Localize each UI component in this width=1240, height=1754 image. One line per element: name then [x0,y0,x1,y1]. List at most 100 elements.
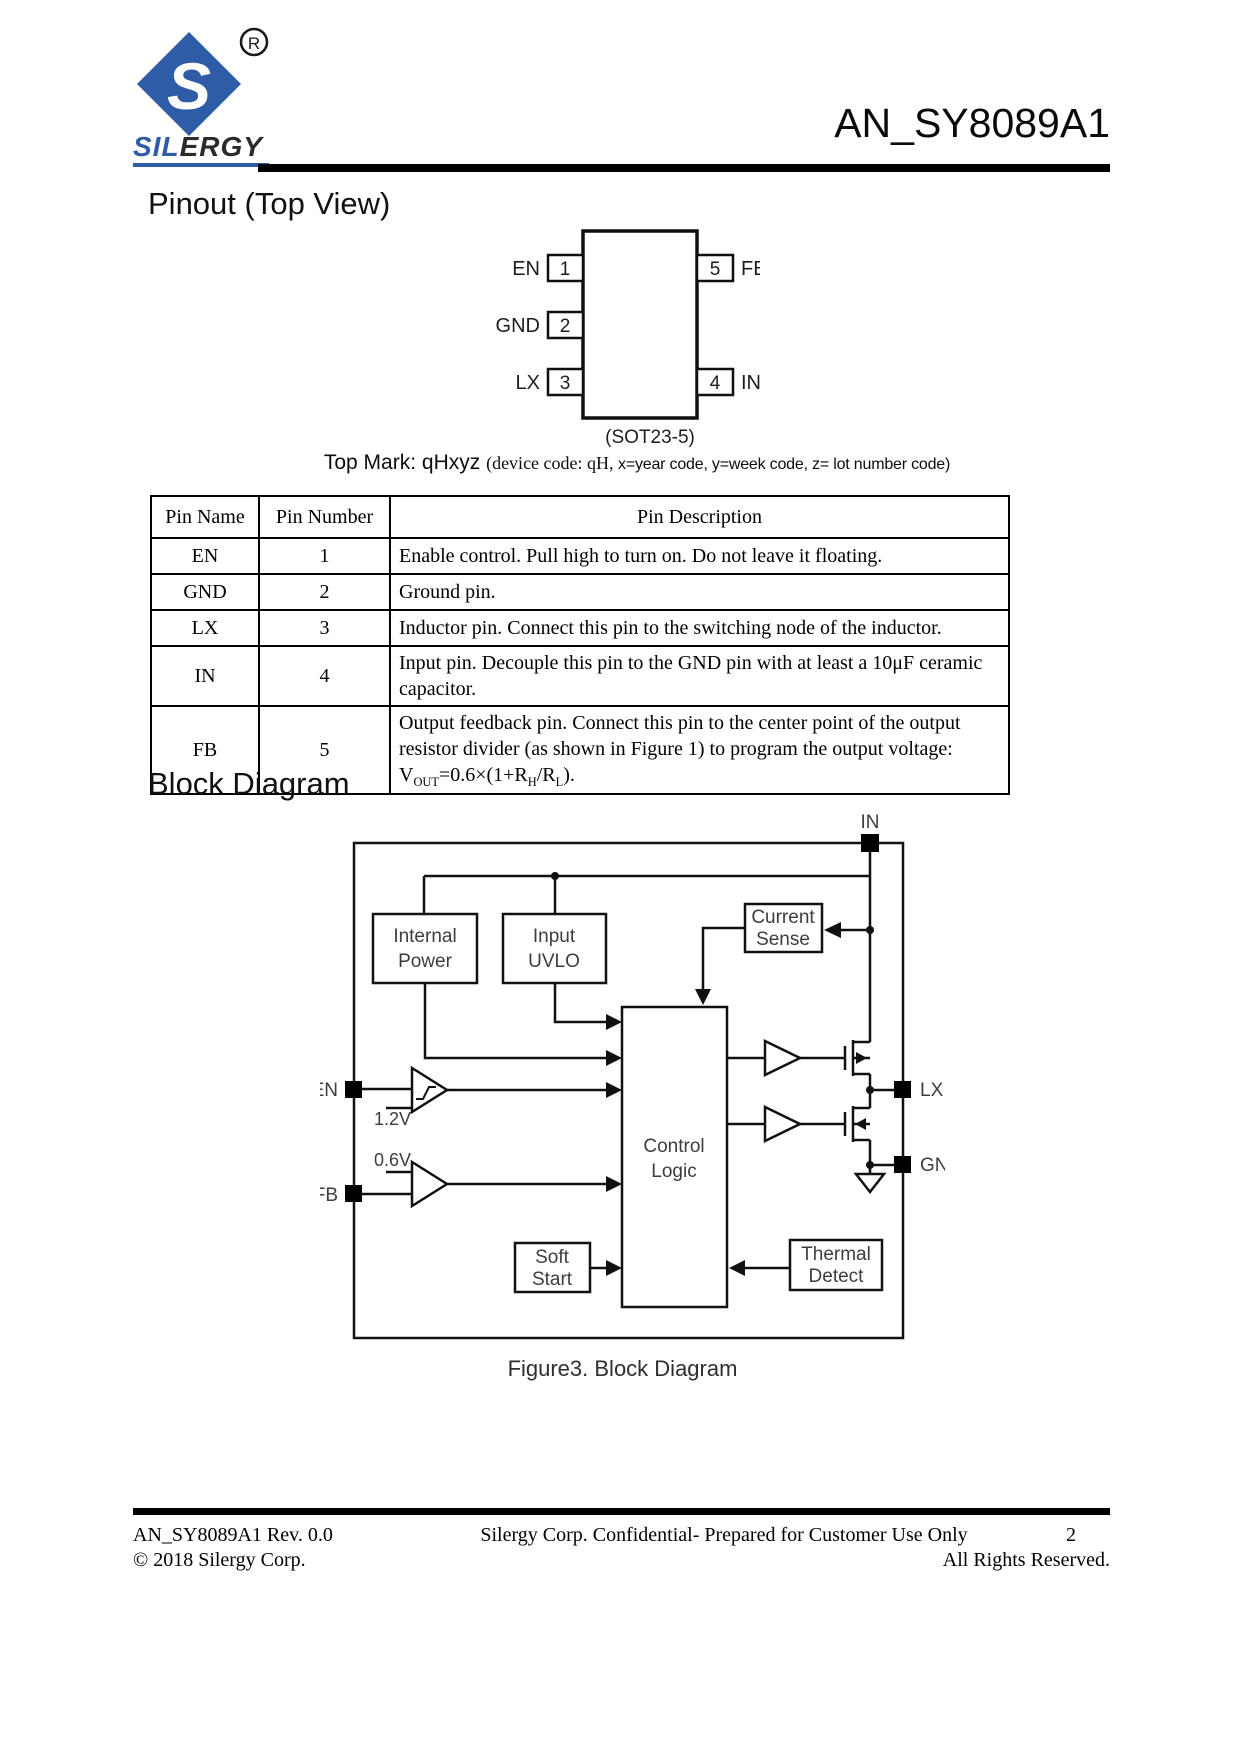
pin-numbers: 1 2 3 5 4 [560,259,721,394]
footer-rule [133,1508,1110,1515]
pad-fb [345,1185,362,1202]
figure-caption: Figure3. Block Diagram [507,1356,738,1381]
block-input-uvlo [501,912,608,985]
thermal-detect-label-1: Thermal [801,1244,871,1265]
page-title: AN_SY8089A1 [834,100,1110,146]
block-labels: Internal Power Input UVLO Current Sense … [393,907,871,1290]
block-diagram-figure: Internal Power Input UVLO Current Sense … [320,812,945,1340]
top-mark-note-codes: x=year code, y=week code, z= lot number … [618,456,951,473]
footer-confidential: Silergy Corp. Confidential- Prepared for… [480,1524,968,1546]
pin-box-4 [695,367,735,397]
diagram-pin-labels: IN EN FB LX GND 1.2V 0.6V [320,812,945,1206]
cell-pin-description: Ground pin. [389,573,1010,611]
soft-start-label-2: Start [532,1269,573,1290]
package-caption: (SOT23-5) [605,427,695,448]
pin-number-4: 4 [710,373,721,394]
top-mark-label: Top Mark: qHxyz [323,451,487,474]
table-row: LX 3 Inductor pin. Connect this pin to t… [150,609,1010,647]
pin-name-fb: FB [741,258,760,280]
pin-number-3: 3 [560,373,571,394]
current-sense-label-2: Sense [756,929,810,950]
ground-symbol-icon [853,1172,887,1195]
cell-pin-description: Input pin. Decouple this pin to the GND … [389,645,1010,707]
control-logic-label-2: Logic [651,1161,696,1182]
gnd-pin-label: GND [920,1155,945,1176]
cell-pin-number: 5 [258,704,391,796]
pad-en [345,1081,362,1098]
cell-pin-number: 3 [258,609,391,647]
fb-reference-label: 0.6V [374,1150,411,1170]
col-header-pin-description: Pin Description [389,495,1010,539]
logo-wordmark-ergy: ERGY [179,131,263,162]
cell-pin-number: 1 [258,537,391,575]
ls-gate-driver [763,1105,803,1143]
lx-pin-label: LX [920,1080,944,1101]
cell-pin-number: 4 [258,645,391,707]
en-threshold-label: 1.2V [374,1109,411,1129]
top-mark-line: Top Mark: qHxyz (device code: qH, x=year… [130,451,1144,475]
pin-description-table: Pin Name Pin Number Pin Description EN 1… [150,495,1010,796]
block-thermal-detect [788,1238,884,1292]
cell-pin-name: FB [150,704,260,796]
hs-gate-driver [763,1039,803,1077]
table-header-row: Pin Name Pin Number Pin Description [150,495,1010,539]
internal-power-label-2: Power [398,951,453,972]
logo-diamond [137,32,241,136]
cell-pin-name: LX [150,609,260,647]
junction-dots [551,872,874,1169]
pin-boxes [546,253,735,397]
pin-names: EN GND LX FB IN [496,258,760,394]
pinout-package-figure: 1 2 3 5 4 EN GND LX FB IN [496,229,760,420]
pin-box-1 [546,253,585,283]
hysteresis-icon [416,1086,436,1100]
pad-in [861,834,879,852]
arrowheads [606,922,867,1276]
block-diagram-heading: Block Diagram [148,766,350,801]
cell-pin-name: GND [150,573,260,611]
pad-lx [894,1081,911,1098]
block-control-logic [620,1005,729,1309]
cell-pin-description: Inductor pin. Connect this pin to the sw… [389,609,1010,647]
cell-pin-number: 2 [258,573,391,611]
logo-s-glyph: S [167,49,211,123]
io-pads [345,834,911,1202]
fb-pin-label: FB [320,1185,338,1206]
col-header-pin-number: Pin Number [258,495,391,539]
thermal-detect-label-2: Detect [809,1266,865,1287]
pin-name-in: IN [741,372,760,394]
top-mark-note-device-code: (device code: qH, [486,453,619,473]
pin-number-1: 1 [560,259,571,280]
block-internal-power [371,912,479,985]
block-soft-start [513,1241,592,1294]
header-rule [258,164,1110,172]
input-uvlo-label-1: Input [533,926,576,947]
table-row: IN 4 Input pin. Decouple this pin to the… [150,645,1010,707]
soft-start-label-1: Soft [535,1247,570,1268]
input-uvlo-label-2: UVLO [528,951,580,972]
en-pin-label: EN [320,1080,338,1101]
pinout-heading: Pinout (Top View) [148,186,391,221]
table-row: GND 2 Ground pin. [150,573,1010,611]
footer-rights: All Rights Reserved. [942,1549,1110,1571]
logo-wordmark: SILERGY [133,131,269,167]
table-row: FB 5 Output feedback pin. Connect this p… [150,704,1010,796]
block-current-sense [743,902,824,954]
registered-mark-circle [239,27,269,57]
current-sense-label-1: Current [751,907,815,928]
pin-name-gnd: GND [496,315,540,337]
footer-copyright: © 2018 Silergy Corp. [133,1549,306,1571]
amplifiers [410,1039,803,1209]
pin-box-2 [546,310,585,340]
footer-doc-rev: AN_SY8089A1 Rev. 0.0 [133,1524,333,1546]
cell-pin-name: IN [150,645,260,707]
col-header-pin-name: Pin Name [150,495,260,539]
fb-error-comparator [410,1159,450,1209]
en-schmitt-comparator [410,1065,450,1115]
package-body [581,229,699,420]
cell-pin-description: Output feedback pin. Connect this pin to… [389,704,1010,796]
control-logic-label-1: Control [643,1136,704,1157]
cell-pin-name: EN [150,537,260,575]
footer-page-number: 2 [1066,1524,1076,1546]
internal-power-label-1: Internal [393,926,456,947]
